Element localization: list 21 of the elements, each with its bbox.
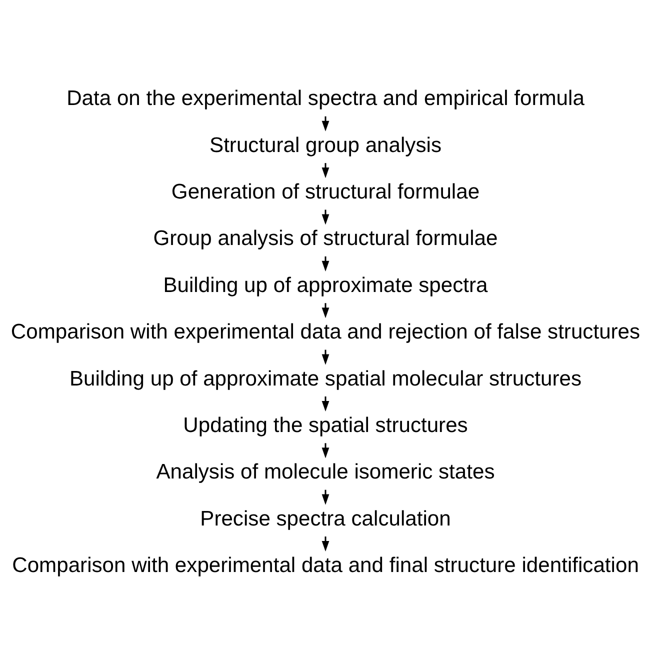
arrow: [322, 443, 330, 458]
node-text: Group analysis of structural formulae: [153, 227, 498, 250]
node-text: Building up of approximate spectra: [163, 274, 488, 297]
arrow: [322, 116, 330, 132]
node-text: Comparison with experimental data and rejection of false structures: [10, 320, 640, 344]
node-text: Generation of structural formulae: [171, 180, 480, 204]
arrow: [322, 256, 330, 272]
node-text: Structural group analysis: [210, 134, 442, 157]
node-text: Comparison with experimental data and final structure identification: [12, 554, 639, 577]
node-text: Data on the experimental spectra and empirical formula: [66, 87, 584, 110]
arrow: [322, 536, 330, 552]
node-text: Analysis of molecule isomeric states: [156, 460, 495, 484]
arrow: [322, 350, 330, 365]
arrow: [322, 163, 330, 178]
node-text: Precise spectra calculation: [200, 507, 451, 530]
node-text: Updating the spatial structures: [183, 414, 468, 437]
arrow: [322, 303, 330, 318]
node-text: Building up of approximate spatial molecular structures: [70, 367, 582, 390]
arrow: [322, 396, 330, 412]
arrow: [322, 490, 330, 505]
arrow: [322, 210, 330, 225]
